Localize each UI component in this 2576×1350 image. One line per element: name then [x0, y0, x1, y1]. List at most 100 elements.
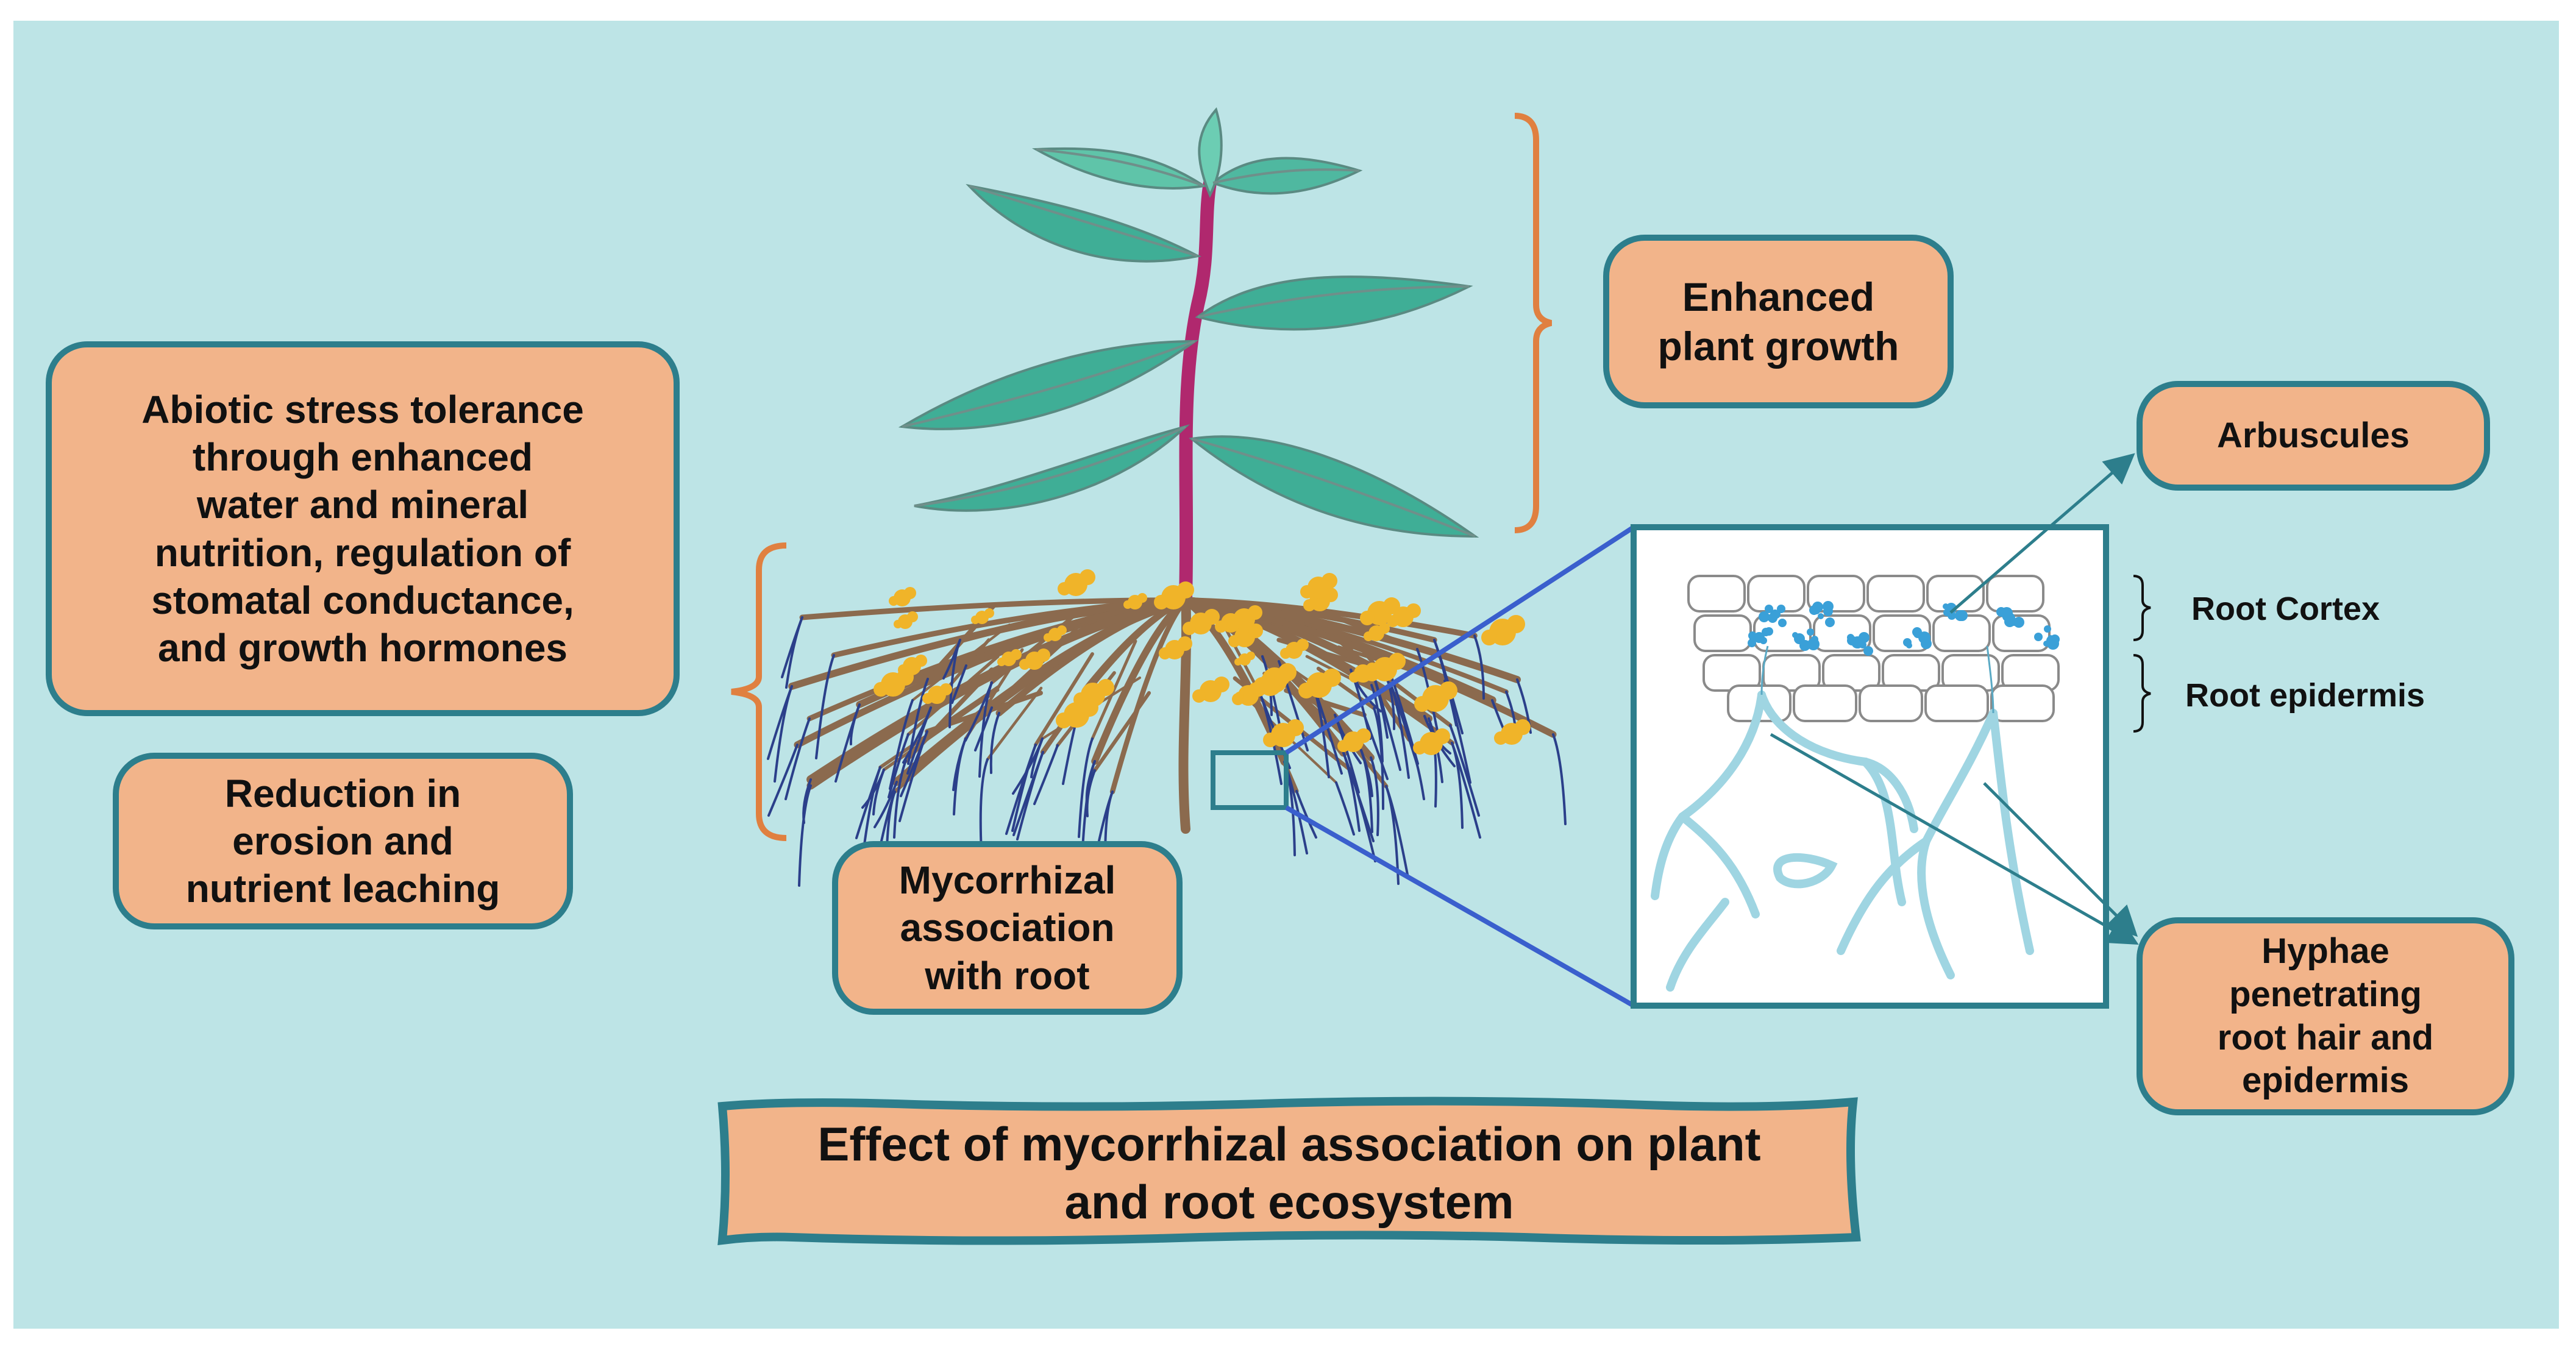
root-hair	[1360, 749, 1373, 833]
cell	[1687, 575, 1746, 613]
root-cross-section-inset	[1631, 524, 2151, 1009]
root-hair	[1433, 639, 1464, 734]
root-hair	[889, 699, 914, 790]
arbuscule	[1903, 627, 1932, 649]
cell	[1747, 575, 1806, 613]
root-hair	[767, 744, 799, 817]
root-hair	[1030, 737, 1044, 778]
root-hair	[888, 733, 909, 798]
root-hair	[951, 664, 967, 704]
root-hair	[1373, 707, 1384, 810]
arbuscule	[1996, 607, 2024, 628]
root-hair	[893, 759, 907, 839]
root-branch	[1034, 652, 1094, 747]
cell	[1859, 684, 1923, 722]
root-hair	[1389, 682, 1410, 779]
arbuscule	[1748, 627, 1773, 647]
arbuscule	[1792, 628, 1820, 651]
root-hair	[815, 654, 835, 759]
cell	[1866, 575, 1925, 613]
fungal-cluster	[1154, 581, 1194, 609]
fungal-cluster	[1337, 728, 1371, 752]
cell	[1924, 684, 1989, 722]
root-branch	[1181, 596, 1348, 757]
root-hair	[1005, 744, 1037, 835]
root-hair	[989, 712, 1000, 774]
cell	[1873, 614, 1931, 652]
root-hair	[774, 685, 793, 783]
root-hair	[785, 717, 811, 800]
root-hair	[1370, 756, 1379, 836]
fungal-cluster	[1044, 625, 1067, 642]
arbuscules-box: Arbuscules	[2137, 381, 2490, 491]
cell	[1807, 575, 1865, 613]
root-hair	[785, 616, 803, 689]
fungal-cluster	[1192, 677, 1229, 703]
diagram-title: Effect of mycorrhizal association on pla…	[817, 1117, 1761, 1229]
fungal-cluster	[922, 683, 952, 704]
root-hair	[1295, 790, 1317, 839]
root-branch	[1181, 596, 1521, 684]
fungal-cluster	[971, 608, 994, 624]
root-hair	[1385, 785, 1400, 885]
cell	[1693, 614, 1752, 652]
fungal-cluster	[1414, 681, 1457, 712]
fungal-cluster	[894, 611, 918, 629]
cell	[1986, 575, 2044, 613]
root-hair	[948, 639, 961, 728]
hyphae-box: Hyphae penetrating root hair and epiderm…	[2137, 917, 2514, 1115]
root-hair	[1078, 737, 1094, 838]
root-hair	[1451, 742, 1464, 829]
fungal-cluster	[1494, 719, 1531, 745]
zoom-line-bottom	[1285, 805, 1635, 1008]
root-branch	[1305, 655, 1426, 718]
hyphae-arrow-2	[1983, 782, 2138, 937]
root-system	[788, 589, 1557, 834]
fungal-cluster	[1298, 669, 1341, 698]
zoom-region	[1211, 750, 1289, 810]
root-hair	[1348, 768, 1376, 862]
fungal-cluster	[1183, 609, 1220, 635]
fungal-cluster	[1235, 683, 1260, 700]
cell	[1990, 684, 2055, 722]
root-branch	[882, 688, 1000, 772]
root-hair	[952, 737, 967, 791]
enhanced-growth-box: Enhanced plant growth	[1603, 235, 1954, 408]
cell	[1793, 684, 1857, 722]
root-hair	[1363, 714, 1389, 780]
arbuscule	[2034, 625, 2060, 650]
fungal-cluster	[1364, 623, 1390, 641]
root-hair	[1552, 733, 1567, 825]
hyphae	[1651, 691, 2034, 992]
fungal-cluster	[1159, 636, 1192, 659]
root-branch	[1091, 597, 1189, 765]
root-hair	[979, 758, 989, 853]
fungal-cluster	[1280, 639, 1309, 659]
root-hair	[849, 703, 861, 745]
root-branch	[906, 655, 1000, 736]
epidermis-brace	[2133, 654, 2151, 733]
fungal-cluster	[1056, 698, 1098, 728]
root-epidermis-label: Root epidermis	[2185, 677, 2425, 714]
mycorrhizal-box: Mycorrhizal association with root	[832, 841, 1183, 1015]
root-hair	[855, 766, 881, 839]
arbuscule	[1847, 632, 1873, 656]
cortex-brace	[2133, 575, 2151, 641]
root-hair	[1473, 634, 1485, 700]
root-hair	[1449, 724, 1480, 817]
fungal-cluster	[1123, 593, 1147, 609]
arbuscule	[1759, 605, 1787, 627]
hyphae-outline	[1760, 645, 1994, 714]
root-hair	[802, 778, 812, 824]
arbuscule	[1809, 601, 1835, 627]
arbuscule-arrow	[1949, 453, 2135, 614]
root-hair	[873, 781, 898, 828]
fungal-cluster	[1019, 648, 1050, 670]
root-branch	[1091, 639, 1137, 741]
fungal-cluster	[889, 587, 916, 606]
root-hair	[1335, 781, 1355, 836]
root-hair	[898, 730, 928, 822]
hyphae-arrow-1	[1770, 733, 2139, 945]
